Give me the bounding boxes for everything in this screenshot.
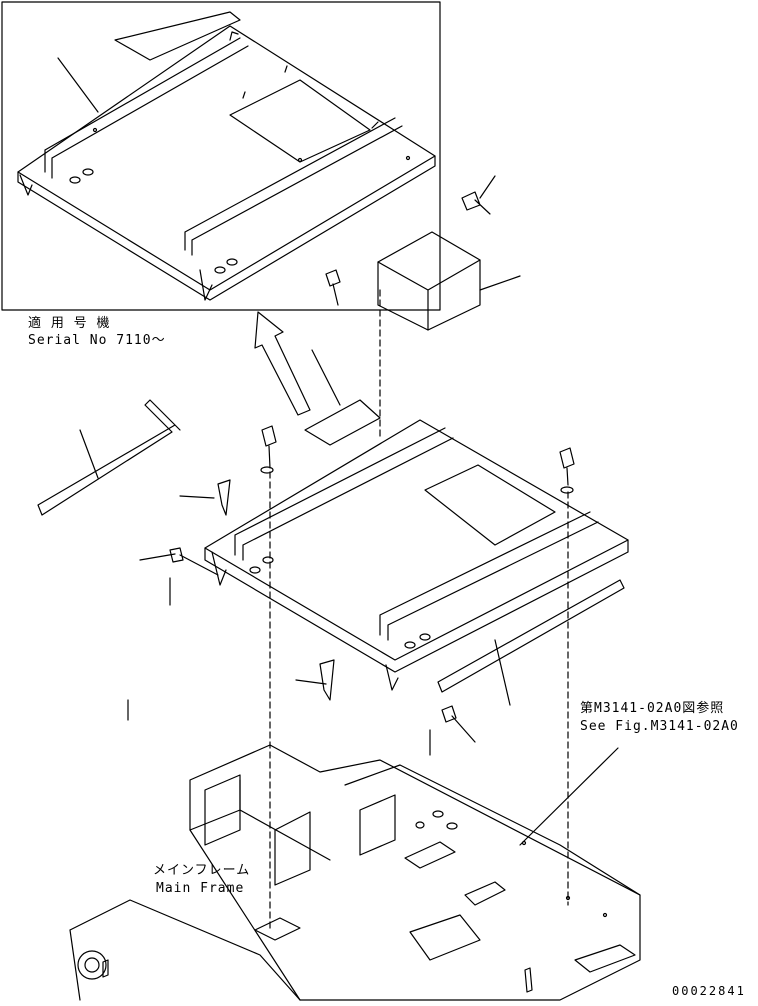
seal-strip-right bbox=[437, 579, 625, 693]
main-frame-structure bbox=[69, 744, 641, 1001]
inset-variant-view bbox=[1, 1, 441, 311]
clip-bottom bbox=[319, 659, 335, 701]
inset-serial-label-en: Serial No 7110～ bbox=[28, 333, 166, 348]
cover-box bbox=[377, 231, 481, 331]
clip-left bbox=[217, 479, 231, 516]
main-frame-label-en: Main Frame bbox=[156, 881, 245, 896]
floor-plate-assembly bbox=[204, 399, 629, 691]
reference-label-jp: 第M3141-02A0図参照 bbox=[580, 701, 725, 716]
drawing-number: 00022841 bbox=[672, 984, 746, 998]
reference-label-en: See Fig.M3141-02A0 bbox=[580, 719, 739, 734]
alignment-lines bbox=[269, 289, 569, 931]
inset-serial-label-jp: 適 用 号 機 bbox=[28, 316, 111, 331]
arrow-to-inset bbox=[254, 311, 311, 416]
inset-floor-plate bbox=[17, 11, 436, 301]
main-frame-label-jp: メインフレーム bbox=[153, 863, 251, 878]
bolts bbox=[169, 191, 575, 743]
leader-lines bbox=[79, 175, 619, 846]
seal-strip-left bbox=[37, 399, 181, 516]
inset-leader-line bbox=[57, 57, 99, 113]
inset-frame bbox=[1, 1, 441, 311]
